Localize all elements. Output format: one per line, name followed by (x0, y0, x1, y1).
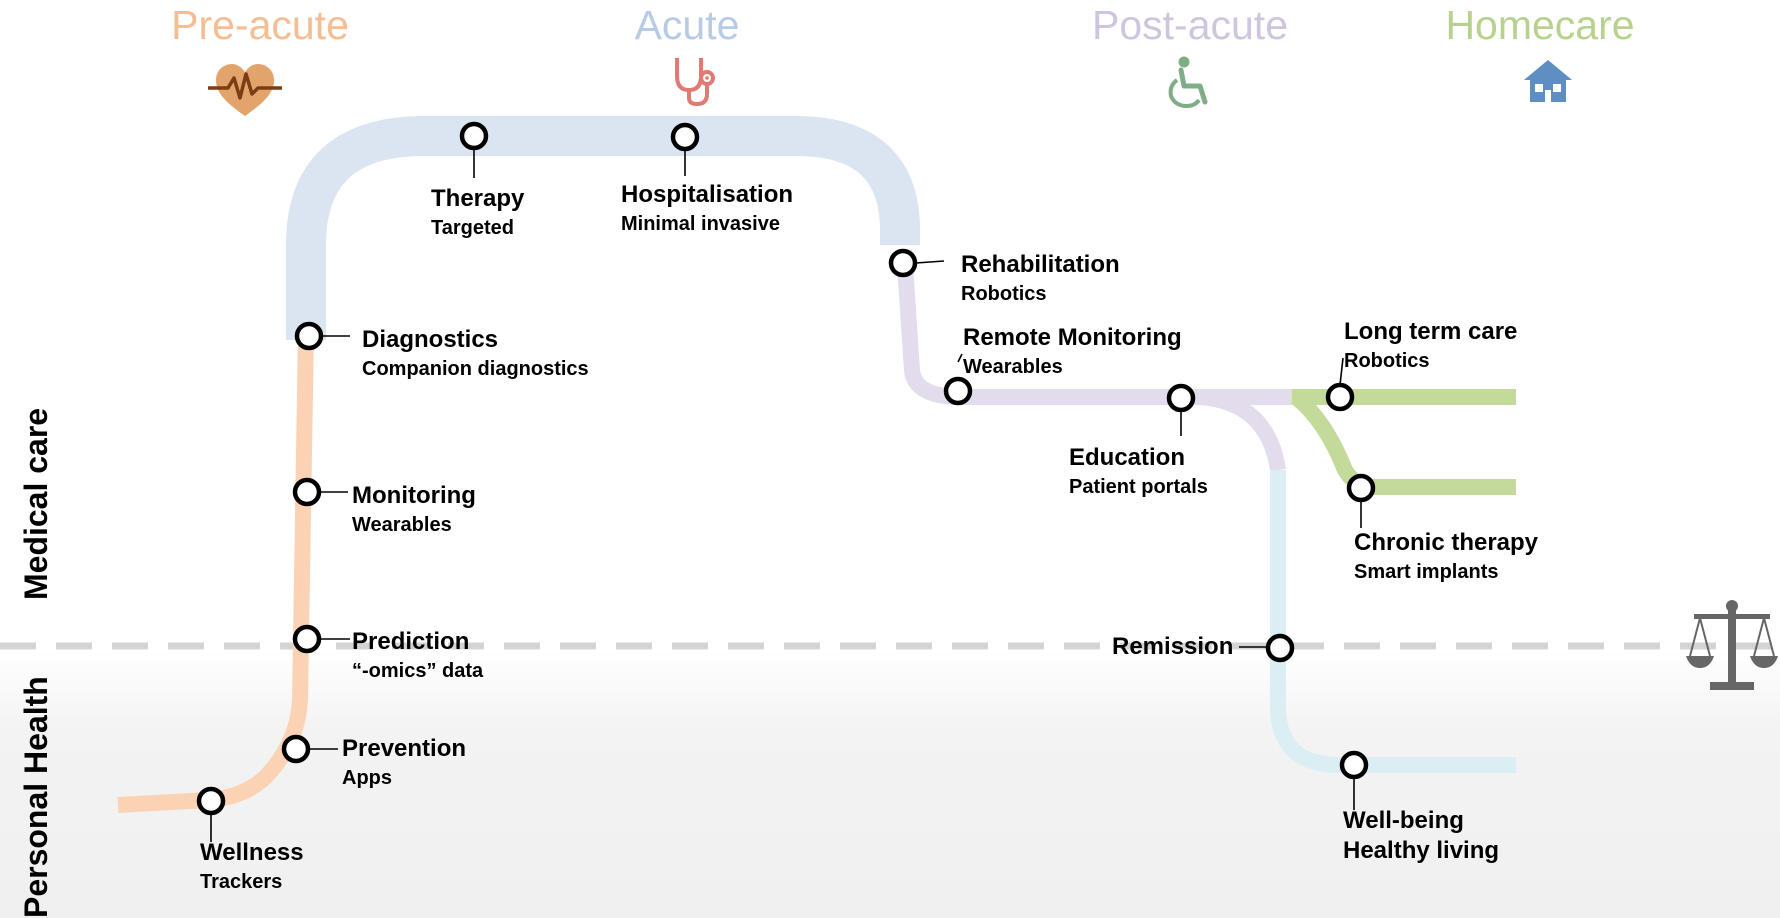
track-pre-acute (117, 329, 314, 813)
stop-title: Therapy (431, 185, 525, 212)
stop-subtitle: Robotics (961, 283, 1047, 305)
stop-title: Diagnostics (362, 326, 499, 353)
stop-title: Education (1069, 444, 1186, 471)
stop-subtitle: Wearables (963, 356, 1063, 378)
stop-wellness: Wellness Trackers (200, 838, 304, 896)
station-well-being[interactable] (1339, 750, 1369, 780)
track-acute (286, 116, 920, 340)
station-prediction[interactable] (292, 624, 322, 654)
stop-title: Prevention (342, 735, 467, 762)
station-wellness[interactable] (196, 786, 226, 816)
stop-subtitle: Apps (342, 767, 392, 789)
stop-title: Wellness (200, 839, 304, 866)
stop-title: Prediction (352, 628, 470, 655)
house-icon (1524, 60, 1572, 102)
stop-title: Remission (1112, 633, 1234, 660)
zone-label-personal-health: Personal Health (18, 676, 54, 918)
stop-title: Chronic therapy (1354, 529, 1539, 556)
station-prevention[interactable] (281, 734, 311, 764)
track-homecare-chronic (1290, 390, 1516, 496)
stop-subtitle: “-omics” data (352, 660, 484, 682)
stop-long-term-care: Long term care Robotics (1344, 317, 1517, 375)
stop-title: Remote Monitoring (963, 324, 1182, 351)
station-remote-monitoring[interactable] (943, 376, 973, 406)
stop-rehabilitation: Rehabilitation Robotics (961, 250, 1120, 308)
phase-acute: Acute (634, 2, 740, 48)
stop-subtitle: Patient portals (1069, 476, 1208, 498)
station-monitoring[interactable] (292, 477, 322, 507)
leader-long-term-care (1339, 357, 1344, 386)
station-chronic-therapy[interactable] (1346, 473, 1376, 503)
station-diagnostics[interactable] (294, 321, 324, 351)
stop-subtitle: Targeted (431, 217, 514, 239)
zone-label-medical-care: Medical care (18, 407, 54, 600)
heart-pulse-icon (208, 64, 282, 116)
stop-subtitle: Trackers (200, 871, 283, 893)
phase-post-acute: Post-acute (1092, 2, 1288, 48)
stop-subtitle: Minimal invasive (621, 213, 780, 235)
phase-homecare: Homecare (1445, 2, 1635, 48)
stop-prevention: Prevention Apps (342, 734, 466, 792)
stop-subtitle: Wearables (352, 514, 452, 536)
stop-title: Hospitalisation (621, 181, 794, 208)
stop-subtitle: Smart implants (1354, 561, 1499, 583)
stop-therapy: Therapy Targeted (431, 184, 524, 242)
stop-title: Long term care (1344, 318, 1518, 345)
stop-title: Monitoring (352, 482, 476, 509)
balance-scale-icon (1686, 600, 1778, 690)
station-education[interactable] (1166, 383, 1196, 413)
stop-title: Rehabilitation (961, 251, 1120, 278)
stop-diagnostics: Diagnostics Companion diagnostics (362, 325, 589, 383)
stop-monitoring: Monitoring Wearables (352, 481, 476, 539)
station-remission[interactable] (1265, 633, 1295, 663)
leader-rehabilitation (915, 260, 945, 264)
stop-title: Well-being (1343, 807, 1464, 834)
stop-remote-monitoring: Remote Monitoring Wearables (963, 323, 1182, 381)
stop-hospitalisation: Hospitalisation Minimal invasive (621, 180, 793, 238)
track-post-acute-branch (1199, 389, 1286, 472)
stop-prediction: Prediction “-omics” data (352, 627, 483, 685)
station-hospitalisation[interactable] (670, 122, 700, 152)
stop-subtitle: Companion diagnostics (362, 358, 589, 380)
stop-subtitle: Robotics (1344, 350, 1430, 372)
phase-pre-acute: Pre-acute (171, 2, 349, 48)
stop-chronic-therapy: Chronic therapy Smart implants (1354, 528, 1538, 586)
leader-remote-monitoring (957, 353, 963, 363)
track-remission (1270, 470, 1516, 773)
station-long-term-care[interactable] (1325, 382, 1355, 412)
stethoscope-icon (675, 58, 715, 107)
station-therapy[interactable] (459, 121, 489, 151)
stop-education: Education Patient portals (1069, 443, 1208, 501)
stop-remission: Remission (1112, 632, 1233, 662)
station-rehabilitation[interactable] (888, 248, 918, 278)
stop-well-being: Well-being Healthy living (1343, 806, 1499, 866)
wheelchair-icon (1168, 56, 1208, 108)
stop-subtitle: Healthy living (1343, 837, 1500, 864)
